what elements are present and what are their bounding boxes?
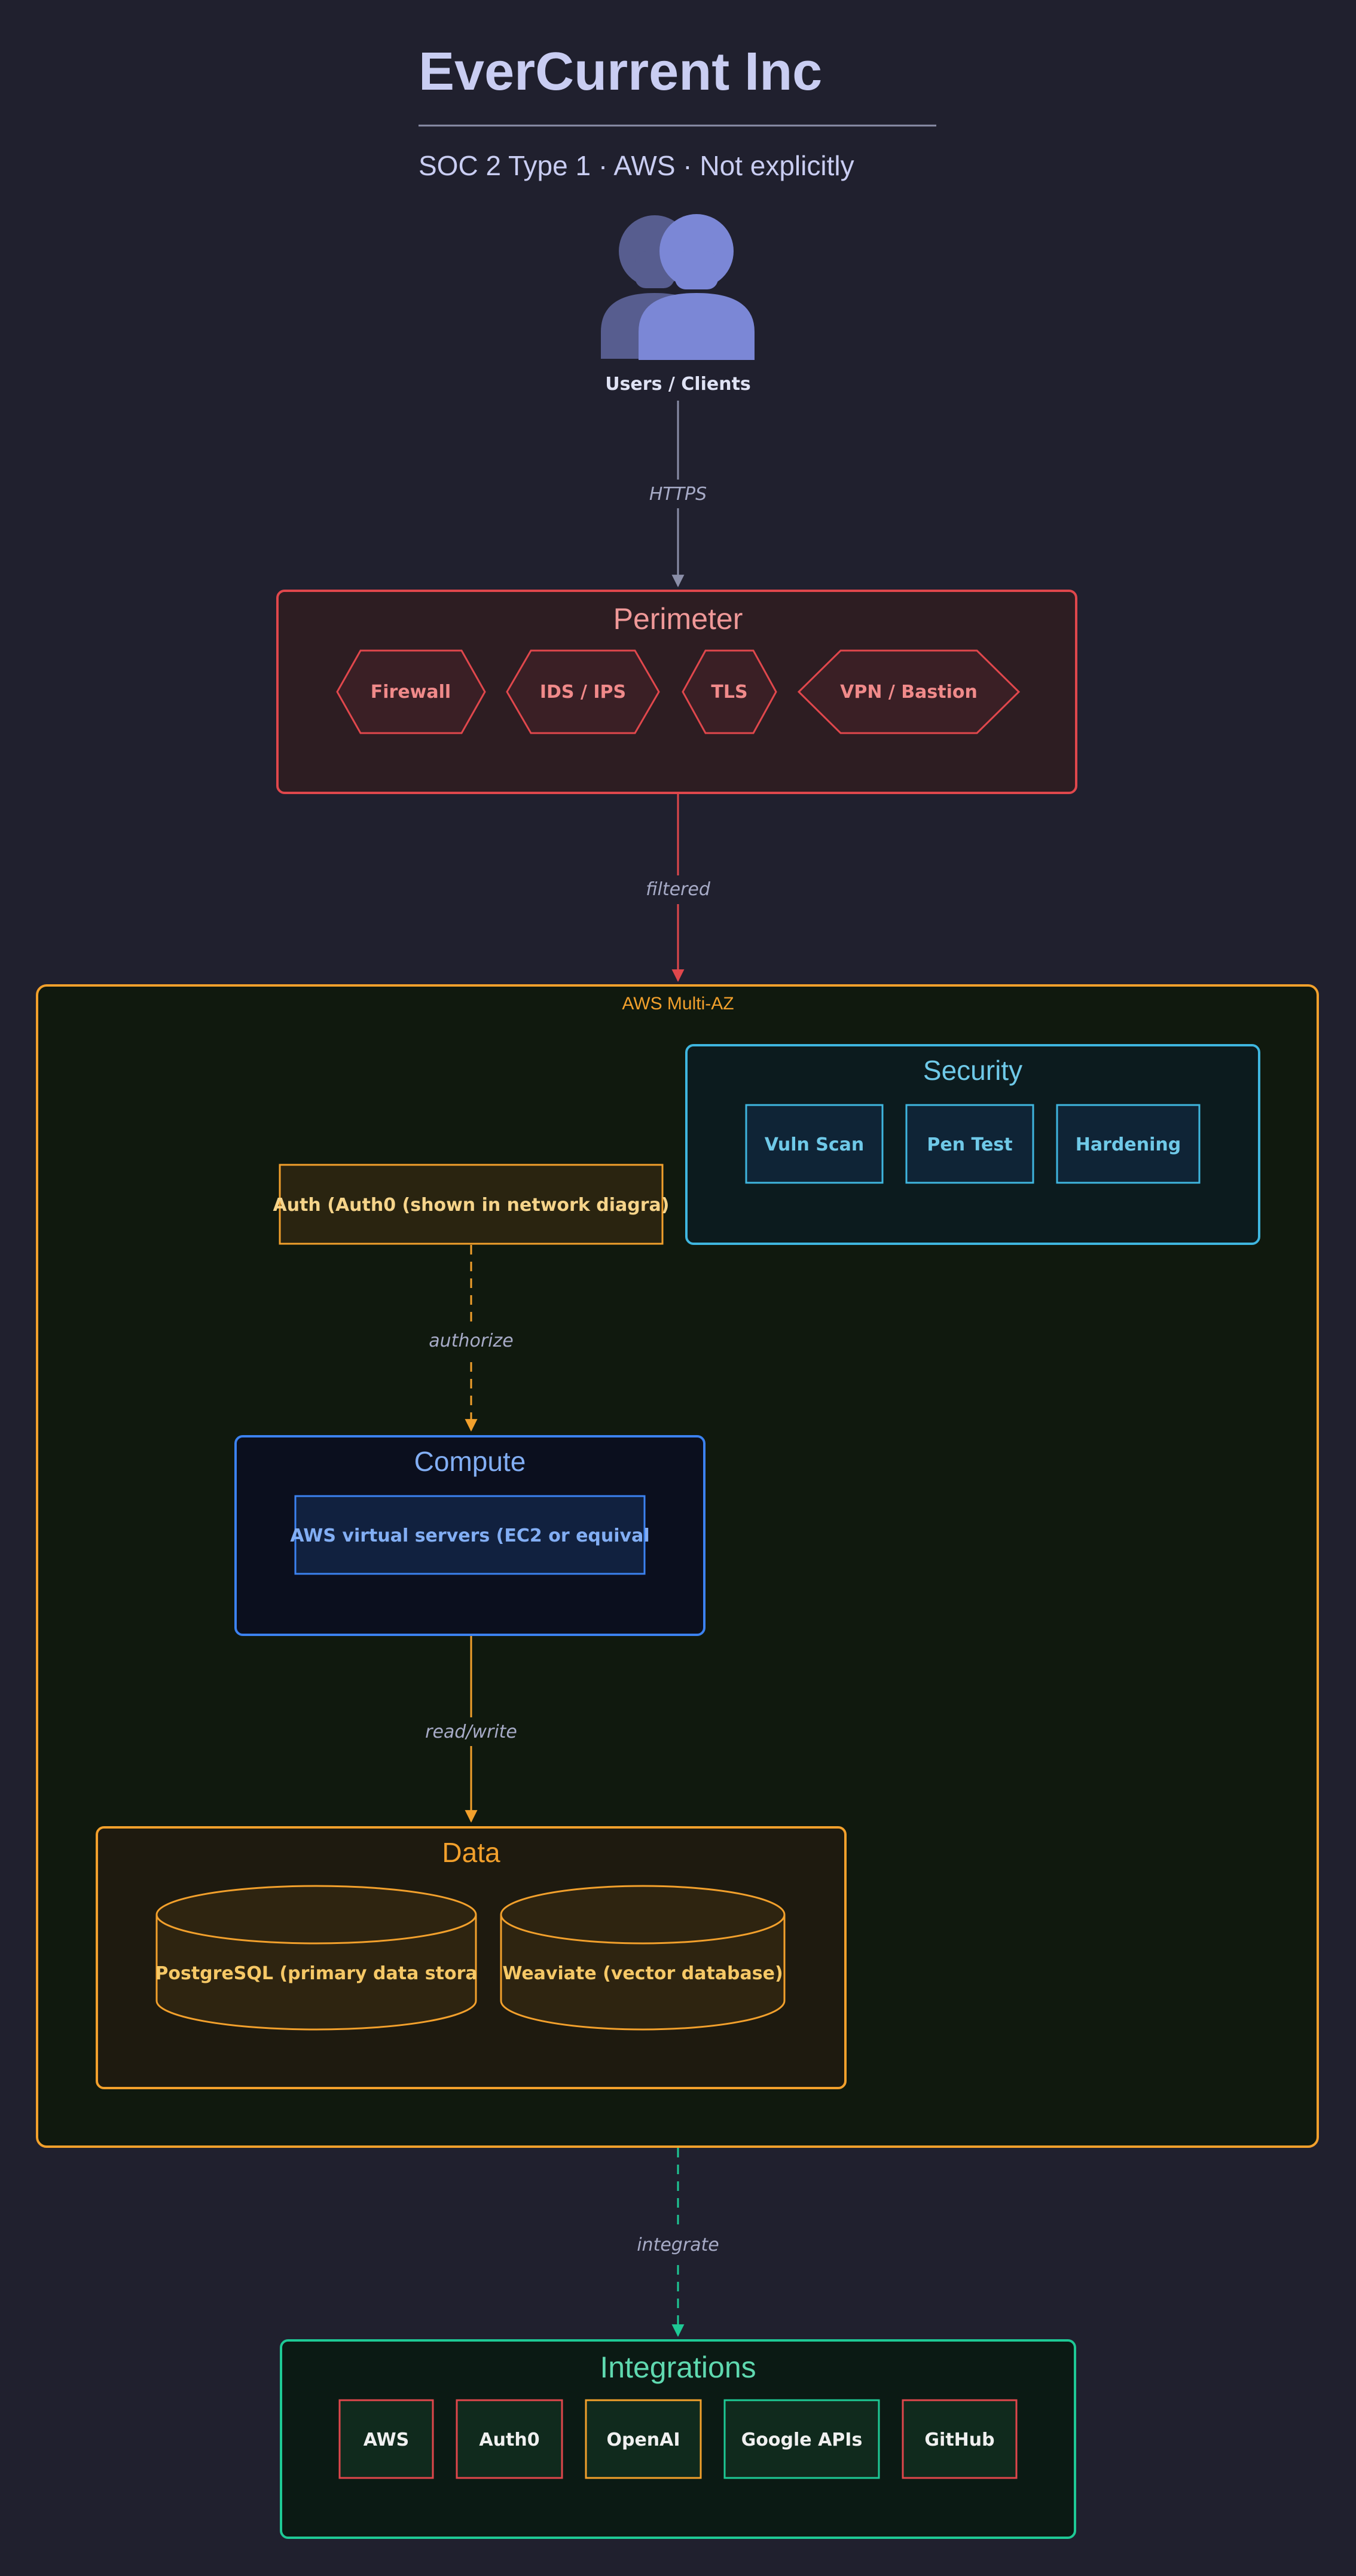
postgresql-store: PostgreSQL (primary data stora	[155, 1885, 478, 2031]
integration-aws-label: AWS	[364, 2430, 410, 2450]
ids-ips-label: IDS / IPS	[540, 682, 626, 703]
integration-aws: AWS	[338, 2399, 434, 2479]
pen-test-label: Pen Test	[927, 1134, 1012, 1155]
integration-github: GitHub	[902, 2399, 1018, 2479]
compute-title: Compute	[414, 1446, 526, 1477]
integration-google-apis-label: Google APIs	[741, 2430, 863, 2450]
edge-label-filtered: filtered	[646, 879, 711, 900]
integration-github-label: GitHub	[924, 2430, 994, 2450]
hardening-node: Hardening	[1056, 1104, 1201, 1184]
data-title: Data	[442, 1837, 500, 1868]
vpn-bastion-label: VPN / Bastion	[840, 682, 978, 703]
edge-label-authorize: authorize	[429, 1330, 513, 1351]
firewall-node: Firewall	[336, 649, 486, 734]
hardening-label: Hardening	[1076, 1134, 1181, 1155]
auth-node: Auth (Auth0 (shown in network diagra)	[273, 1164, 670, 1245]
integrations-zone: Integrations AWS Auth0 OpenAI Google API…	[280, 2339, 1076, 2539]
vuln-scan-label: Vuln Scan	[765, 1134, 865, 1155]
integration-auth0-label: Auth0	[479, 2430, 539, 2450]
security-title: Security	[923, 1055, 1022, 1086]
page-subtitle: SOC 2 Type 1 · AWS · Not explicitly	[419, 150, 854, 181]
pen-test-node: Pen Test	[905, 1104, 1034, 1184]
users-icon	[601, 214, 755, 360]
edge-label-https: HTTPS	[649, 484, 707, 505]
weaviate-label: Weaviate (vector database)	[502, 1963, 783, 1984]
security-zone: Security Vuln Scan Pen Test Hardening	[685, 1044, 1260, 1245]
perimeter-zone: Perimeter Firewall IDS / IPS TLS VPN / B…	[276, 590, 1077, 794]
postgresql-label: PostgreSQL (primary data stora	[155, 1963, 477, 1984]
integration-openai: OpenAI	[585, 2399, 702, 2479]
aws-label: AWS Multi-AZ	[622, 994, 734, 1014]
page-title: EverCurrent Inc	[419, 42, 822, 102]
ec2-server-node: AWS virtual servers (EC2 or equival	[290, 1495, 650, 1575]
tls-label: TLS	[711, 682, 747, 703]
auth-label: Auth (Auth0 (shown in network diagra)	[273, 1195, 670, 1216]
firewall-label: Firewall	[371, 682, 451, 703]
vpn-bastion-node: VPN / Bastion	[797, 649, 1021, 734]
integrations-title: Integrations	[600, 2351, 756, 2384]
vuln-scan-node: Vuln Scan	[745, 1104, 884, 1184]
users-label: Users / Clients	[605, 374, 751, 395]
integration-openai-label: OpenAI	[606, 2430, 680, 2450]
integration-google-apis: Google APIs	[723, 2399, 880, 2479]
ec2-server-label: AWS virtual servers (EC2 or equival	[290, 1525, 649, 1546]
integration-auth0: Auth0	[456, 2399, 563, 2479]
edge-label-integrate: integrate	[637, 2235, 719, 2255]
tls-node: TLS	[682, 649, 777, 734]
compute-zone: Compute AWS virtual servers (EC2 or equi…	[234, 1435, 706, 1636]
ids-ips-node: IDS / IPS	[506, 649, 660, 734]
data-zone: Data PostgreSQL (primary data stora Weav…	[96, 1826, 847, 2089]
perimeter-title: Perimeter	[613, 602, 743, 636]
edge-label-read-write: read/write	[425, 1722, 517, 1742]
weaviate-store: Weaviate (vector database)	[500, 1885, 786, 2031]
